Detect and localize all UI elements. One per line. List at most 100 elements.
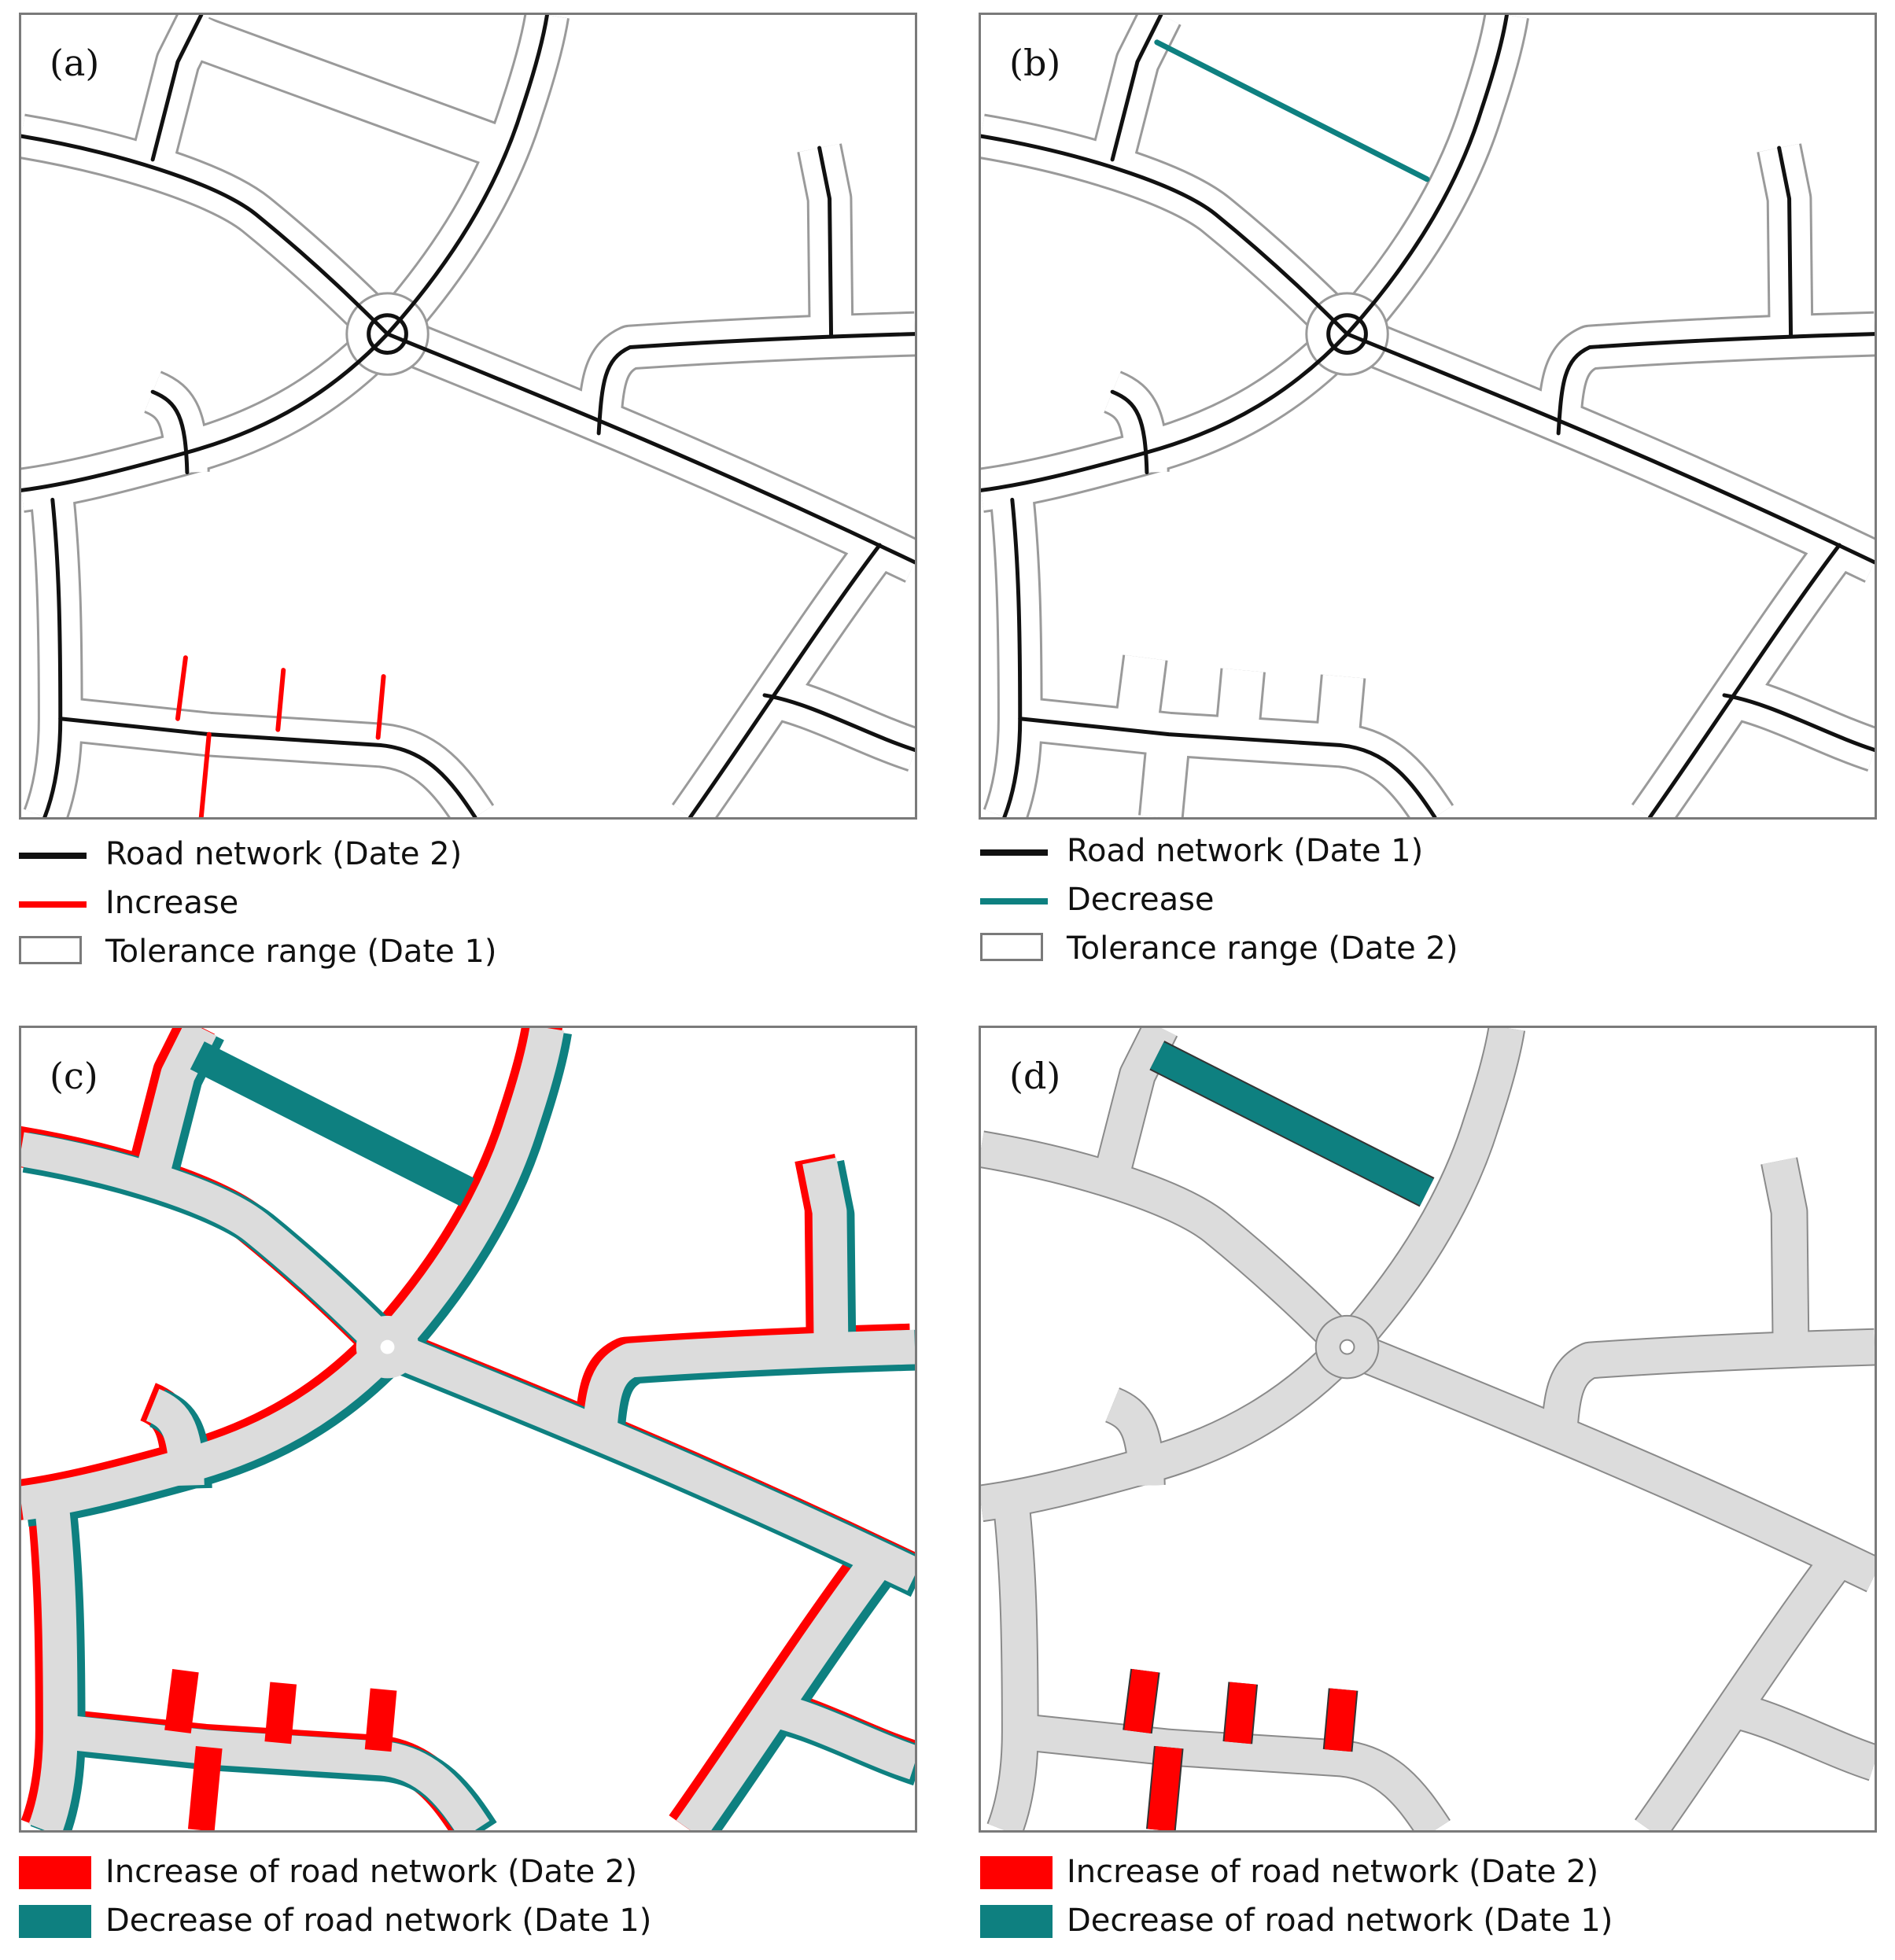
map-d bbox=[981, 1028, 1875, 1830]
road-b-0 bbox=[981, 134, 1350, 337]
road-b-2 bbox=[1345, 15, 1509, 337]
tolerance-b-inner-2 bbox=[1332, 15, 1528, 348]
road-a-9 bbox=[58, 717, 477, 817]
legend-b-text-tolerance: Tolerance range (Date 2) bbox=[1067, 930, 1458, 967]
buffer-d-5 bbox=[1541, 1329, 1875, 1448]
buffer-d-7 bbox=[1105, 1388, 1164, 1487]
buffer-d-11 bbox=[1720, 1691, 1875, 1780]
buffer-c-9 bbox=[58, 1714, 490, 1830]
buffer-c-10 bbox=[676, 1547, 894, 1830]
decrease-b-0 bbox=[1154, 39, 1430, 182]
road-a-10 bbox=[688, 543, 882, 817]
road-b-10 bbox=[1648, 543, 1842, 817]
buffer-d-8 bbox=[988, 1511, 1038, 1830]
increase-a-2 bbox=[375, 674, 386, 740]
line-swatch-icon bbox=[19, 901, 87, 908]
fill-swatch-icon bbox=[980, 1905, 1053, 1938]
legend-a-text-increase: Increase bbox=[105, 885, 239, 921]
tolerance-a-inner-0 bbox=[21, 116, 402, 348]
increase-a-3 bbox=[198, 731, 212, 817]
tolerance-a-inner-12 bbox=[194, 19, 529, 175]
box-swatch-icon bbox=[980, 933, 1043, 961]
tolerance-b-inner-14 bbox=[1317, 674, 1364, 739]
buffer-c-0 bbox=[21, 1132, 400, 1360]
buffer-d-6 bbox=[1762, 1157, 1808, 1349]
road-a-2 bbox=[385, 15, 549, 337]
increase-d-3 bbox=[1147, 1746, 1182, 1830]
tolerance-a-inner-9 bbox=[58, 698, 492, 817]
legend-a-text-road: Road network (Date 2) bbox=[105, 836, 463, 872]
buffer-c-8 bbox=[28, 1511, 78, 1830]
map-a bbox=[21, 15, 915, 817]
buffer-c-5 bbox=[581, 1329, 915, 1448]
increase-d-1 bbox=[1224, 1682, 1257, 1744]
increase-c-3 bbox=[187, 1746, 223, 1830]
buffer-d-2 bbox=[1334, 1028, 1524, 1359]
legend-a-text-tolerance: Tolerance range (Date 1) bbox=[105, 934, 497, 970]
increase-d-0 bbox=[1124, 1669, 1159, 1733]
fill-swatch-icon bbox=[19, 1856, 91, 1889]
road-a-6 bbox=[817, 146, 834, 338]
panel-d-label: (d) bbox=[1009, 1055, 1061, 1097]
buffer-d-10 bbox=[1635, 1547, 1853, 1830]
increase-c-1 bbox=[264, 1682, 297, 1744]
tolerance-a-inner-2 bbox=[372, 15, 568, 348]
road-b-9 bbox=[1018, 717, 1437, 817]
road-b-3 bbox=[1345, 332, 1875, 565]
panel-a: (a) bbox=[19, 13, 917, 820]
road-b-7 bbox=[1110, 389, 1149, 475]
road-a-5 bbox=[596, 332, 915, 436]
line-swatch-icon bbox=[980, 849, 1048, 856]
road-a-11 bbox=[762, 693, 915, 752]
line-swatch-icon bbox=[980, 898, 1048, 904]
buffer-c-roundabout-hole bbox=[380, 1339, 395, 1354]
tolerance-b-inner-0 bbox=[981, 116, 1362, 348]
road-b-1 bbox=[981, 332, 1350, 492]
road-b-8 bbox=[1002, 497, 1023, 817]
road-a-0 bbox=[21, 134, 390, 337]
box-swatch-icon bbox=[19, 936, 82, 964]
legend-b-text-road: Road network (Date 1) bbox=[1067, 833, 1424, 869]
increase-d-2 bbox=[1324, 1688, 1357, 1752]
road-b-4 bbox=[1110, 15, 1163, 162]
buffer-c-11 bbox=[761, 1691, 915, 1780]
buffer-d-4 bbox=[1095, 1028, 1177, 1177]
road-b-11 bbox=[1722, 693, 1875, 752]
road-a-1 bbox=[21, 332, 390, 492]
panel-b: (b) bbox=[979, 13, 1877, 820]
panel-c: (c) bbox=[19, 1026, 917, 1833]
legend-d-text-increase: Increase of road network (Date 2) bbox=[1067, 1854, 1599, 1890]
map-b bbox=[981, 15, 1875, 817]
increase-c-0 bbox=[164, 1669, 199, 1733]
road-b-5 bbox=[1556, 332, 1875, 436]
decrease-c-0 bbox=[190, 1041, 475, 1207]
buffer-c-7 bbox=[146, 1388, 205, 1487]
tolerance-b-inner-12 bbox=[1117, 654, 1166, 722]
buffer-d-roundabout-hole bbox=[1339, 1339, 1355, 1355]
buffer-d-3 bbox=[1340, 1331, 1875, 1591]
buffer-c-2 bbox=[374, 1028, 565, 1359]
line-swatch-icon bbox=[19, 853, 87, 859]
tolerance-b-inner-15 bbox=[1141, 732, 1189, 817]
buffer-c-4 bbox=[135, 1028, 217, 1177]
road-a-3 bbox=[385, 332, 915, 565]
tolerance-b-inner-9 bbox=[1018, 698, 1452, 817]
road-a-7 bbox=[150, 389, 190, 475]
buffer-d-0 bbox=[981, 1132, 1360, 1360]
tolerance-b-inner-13 bbox=[1217, 668, 1263, 732]
legend-c-text-increase: Increase of road network (Date 2) bbox=[105, 1854, 638, 1890]
panel-d: (d) bbox=[979, 1026, 1877, 1833]
legend-c-text-decrease: Decrease of road network (Date 1) bbox=[105, 1903, 652, 1939]
increase-a-0 bbox=[175, 655, 188, 721]
fill-swatch-icon bbox=[980, 1856, 1053, 1889]
increase-a-1 bbox=[275, 668, 286, 732]
increase-c-2 bbox=[364, 1688, 397, 1752]
road-b-roundabout bbox=[1326, 313, 1368, 355]
buffer-c-6 bbox=[802, 1157, 849, 1349]
decrease-d-0 bbox=[1150, 1041, 1434, 1206]
legend-b-text-decrease: Decrease bbox=[1067, 882, 1215, 918]
road-a-roundabout bbox=[367, 313, 408, 355]
panel-b-label: (b) bbox=[1009, 42, 1061, 84]
road-a-8 bbox=[42, 497, 63, 817]
fill-swatch-icon bbox=[19, 1905, 91, 1938]
